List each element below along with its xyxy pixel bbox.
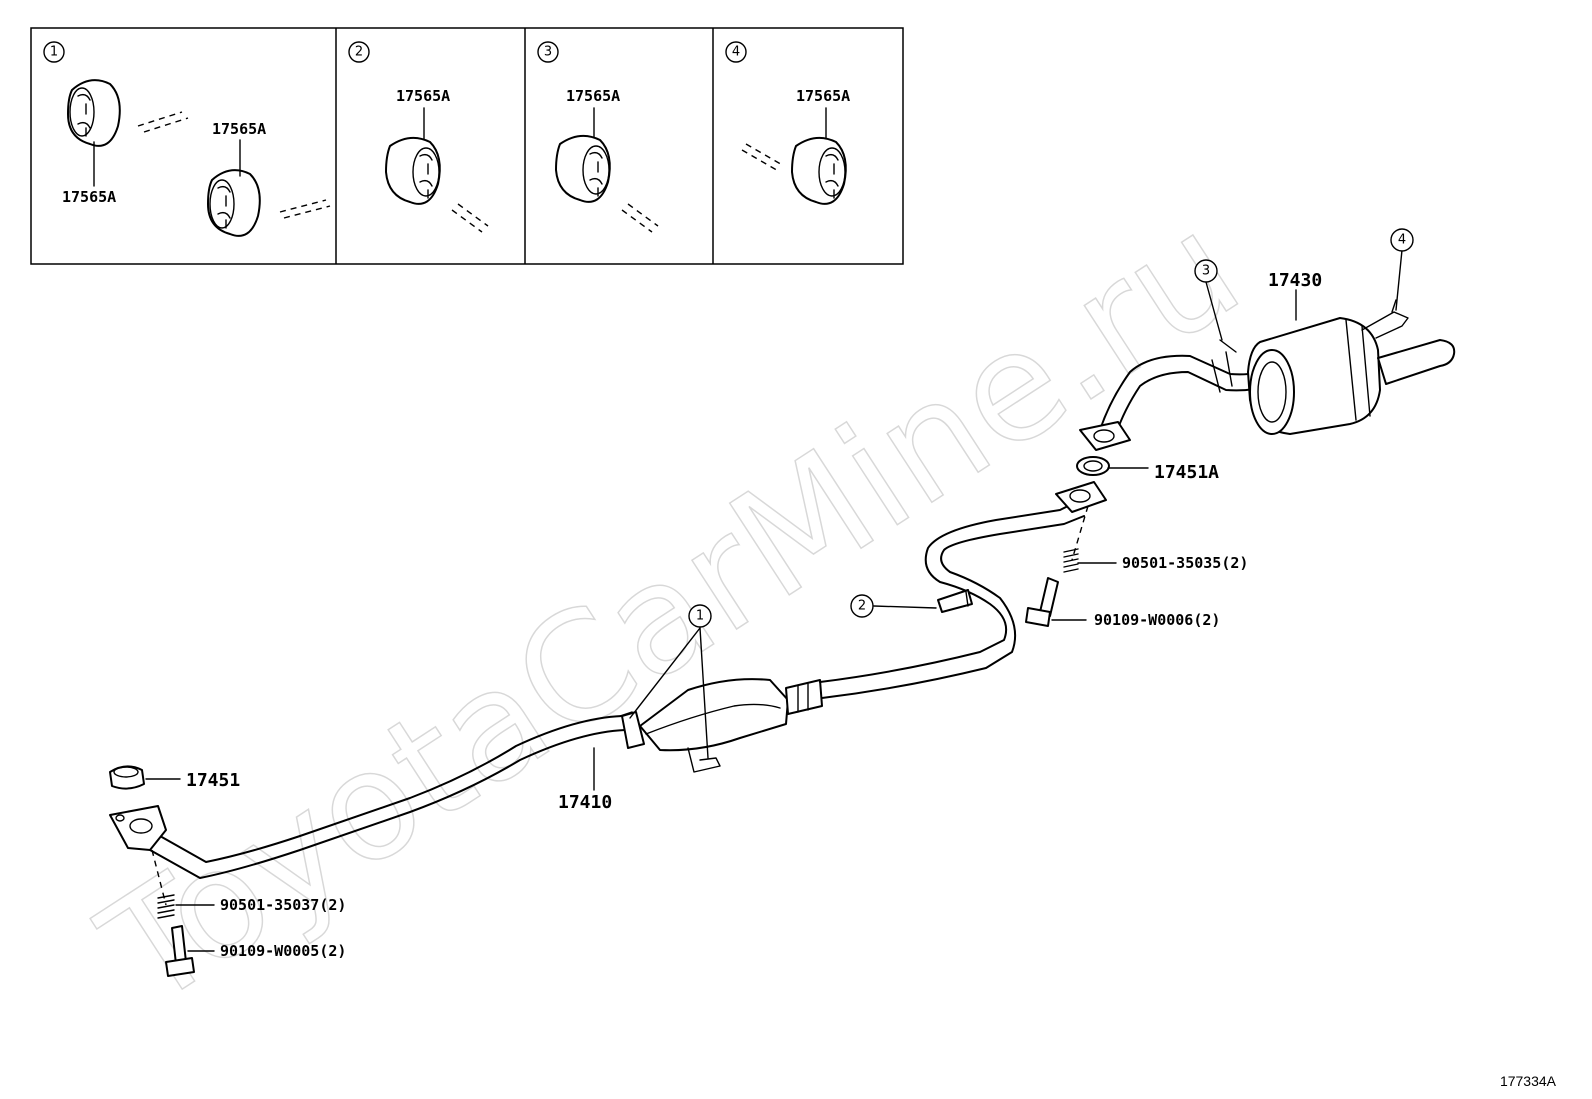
part-label: 17565A [212, 120, 266, 138]
panel-number-badge [537, 41, 559, 63]
catalytic-converter [619, 678, 823, 773]
part-label-gasket-front: 17451 [186, 770, 240, 791]
hanger-rubber-icon [67, 79, 121, 147]
panel-number-badge [348, 41, 370, 63]
svg-text:2: 2 [858, 599, 866, 614]
hanger-rod [741, 143, 785, 173]
converter-bracket [687, 747, 721, 773]
center-pipe-flange [1055, 481, 1107, 513]
panel-number: 2 [355, 45, 363, 60]
svg-text:4: 4 [1398, 233, 1406, 248]
part-label: 17565A [396, 87, 450, 105]
part-label-gasket-center: 17451A [1154, 462, 1219, 483]
center-pipe [819, 481, 1107, 699]
panel-number: 1 [50, 45, 58, 60]
svg-text:1: 1 [696, 609, 704, 624]
part-label: 17565A [796, 87, 850, 105]
hanger-rod [279, 199, 331, 219]
panel-number-badge [43, 41, 65, 63]
svg-text:3: 3 [1202, 264, 1210, 279]
bolt-front [165, 925, 195, 977]
inset-panel-4: 4 17565A [725, 41, 850, 205]
pipe-hanger-bracket [937, 589, 973, 613]
stud-guide [151, 849, 167, 906]
diagram-code: 177334A [1500, 1073, 1557, 1089]
spring-front [157, 894, 175, 919]
panel-number: 4 [732, 45, 740, 60]
muffler-rear-hanger [1361, 311, 1409, 339]
inset-panel-3: 3 17565A [537, 41, 659, 233]
callout-4: 4 [1390, 228, 1414, 252]
hanger-rod [621, 203, 659, 233]
spring-center [1063, 548, 1079, 573]
hanger-rubber-icon [385, 136, 441, 205]
gasket-ring-center [1076, 456, 1110, 476]
part-label-spring-center: 90501-35035(2) [1122, 554, 1248, 572]
hanger-rubber-icon [207, 169, 261, 237]
gasket-ring-front [109, 765, 145, 790]
callout-3: 3 [1194, 259, 1218, 283]
hanger-rod [137, 111, 189, 133]
inset-panel-2: 2 17565A [348, 41, 489, 233]
stud-guide [1071, 505, 1089, 561]
part-label: 17565A [566, 87, 620, 105]
inset-frame [30, 27, 904, 265]
part-label-spring-front: 90501-35037(2) [220, 896, 346, 914]
hanger-rubber-icon [555, 134, 611, 203]
muffler-outlet-pipe [1377, 339, 1456, 385]
part-label-tailpipe: 17430 [1268, 270, 1322, 291]
bolt-center [1025, 577, 1059, 627]
inset-panel-1: 1 17565A 17565A [43, 41, 331, 237]
panel-number-badge [725, 41, 747, 63]
leader-lines [145, 249, 1403, 952]
callout-2: 2 [850, 594, 874, 618]
callout-1: 1 [688, 604, 712, 628]
tailpipe-muffler-assembly [1079, 299, 1456, 451]
panel-number: 3 [544, 45, 552, 60]
part-label-bolt-front: 90109-W0005(2) [220, 942, 346, 960]
tailpipe-flange [1079, 421, 1131, 451]
hanger-rod [451, 203, 489, 233]
part-label-front-pipe: 17410 [558, 792, 612, 813]
inset-panels: 1 17565A 17565A 2 17565A [30, 27, 904, 265]
front-exhaust-pipe [109, 715, 626, 906]
hanger-rubber-icon [791, 136, 847, 205]
part-label-bolt-center: 90109-W0006(2) [1094, 611, 1220, 629]
tailpipe-hanger-strap [1211, 351, 1233, 393]
part-label: 17565A [62, 188, 116, 206]
